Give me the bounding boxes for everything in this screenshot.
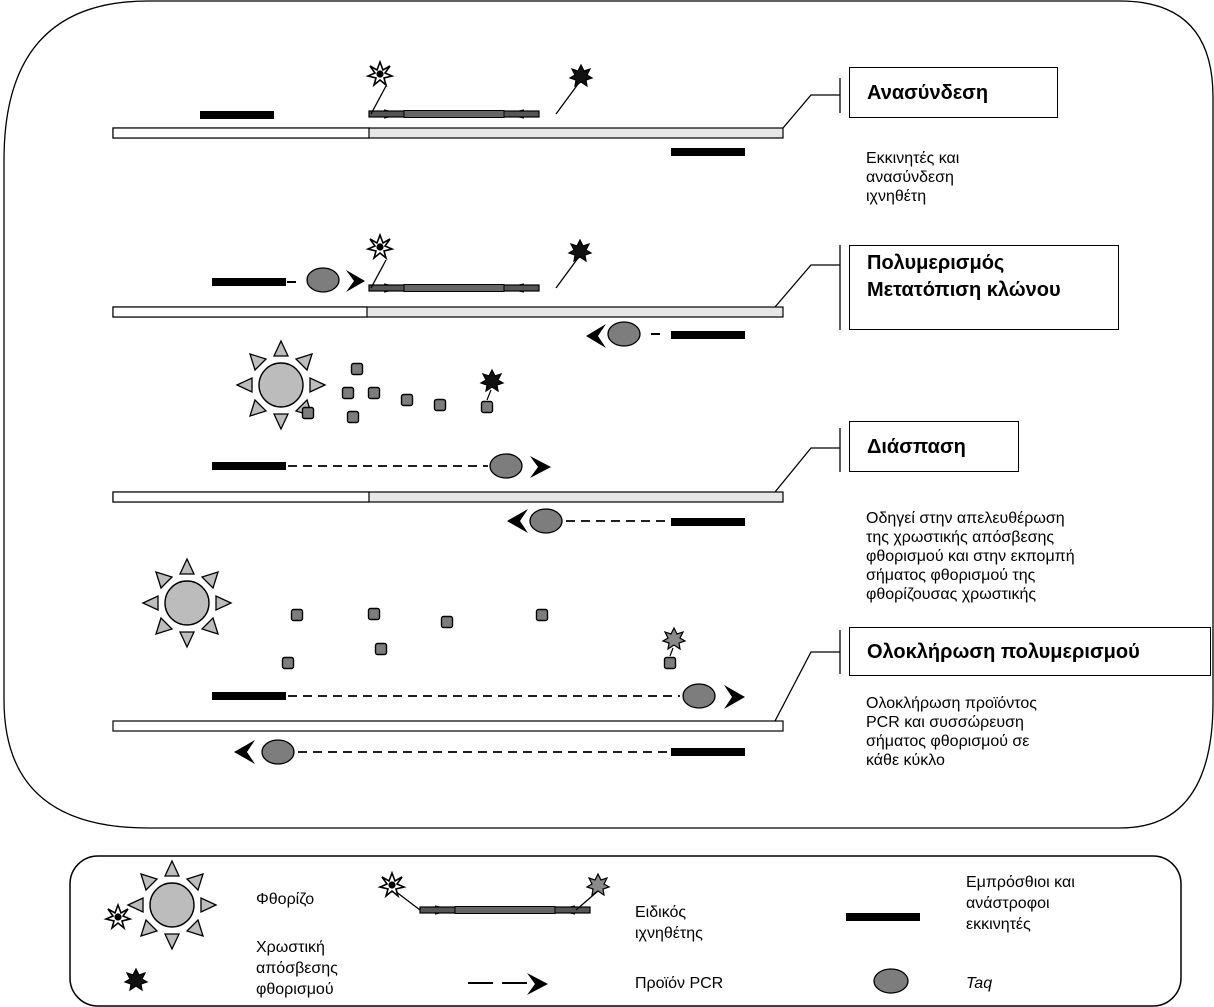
legend-fluorophore-label: Φθορίζο xyxy=(256,891,315,908)
step-description-completion: Ολοκλήρωση προϊόντος PCR και συσσώρευση … xyxy=(866,695,1038,769)
quencher-icon xyxy=(568,239,592,262)
panel-cleavage xyxy=(112,340,841,534)
step-box-annealing: Ανασύνδεση xyxy=(849,67,1058,118)
fluorophore-icon xyxy=(367,61,393,86)
legend-primers-label: Εμπρόσθιοι και ανάστροφοι εκκινητές xyxy=(966,874,1075,933)
legend-frame xyxy=(69,855,1182,1007)
probe xyxy=(368,109,540,119)
legend-quencher-icon xyxy=(124,968,148,991)
step-description-cleavage: Οδηγεί στην απελευθέρωση της χρωστικής α… xyxy=(866,510,1075,603)
step-description-annealing: Εκκινητές και ανασύνδεση ιχνηθέτη xyxy=(866,150,960,205)
outer-frame xyxy=(3,0,1214,829)
released-fluorophore-icon xyxy=(142,558,232,648)
legend-primer-icon xyxy=(846,913,920,921)
legend-pcr-arrow-icon xyxy=(527,973,548,995)
panel-annealing xyxy=(112,61,841,156)
reverse-primer xyxy=(671,148,745,156)
probe xyxy=(368,283,540,293)
panel-completion xyxy=(112,558,841,765)
step-title: Ανασύνδεση xyxy=(867,81,989,104)
step-box-completion: Ολοκλήρωση πολυμερισμού xyxy=(849,627,1211,676)
taq-icon xyxy=(306,267,340,293)
legend xyxy=(69,855,1182,1007)
step-title: Ολοκλήρωση πολυμερισμού xyxy=(867,640,1140,663)
legend-taq-icon xyxy=(873,968,909,994)
forward-primer xyxy=(200,111,274,119)
legend-probe-icon xyxy=(419,905,591,915)
quencher-icon xyxy=(480,369,504,392)
legend-probe-label: Ειδικός ιχνηθέτης xyxy=(635,904,703,942)
legend-taq-label: Taq xyxy=(966,975,993,992)
fluorophore-icon xyxy=(367,234,393,259)
legend-fluorophore-small-icon xyxy=(105,904,131,929)
legend-fluorophore-icon xyxy=(127,860,217,950)
step-box-polymerization: Πολυμερισμός Μετατόπιση κλώνου xyxy=(849,245,1119,330)
step-title-line-1: Πολυμερισμός xyxy=(867,252,1005,274)
quencher-icon xyxy=(569,64,593,87)
quencher-icon xyxy=(662,627,686,650)
panel-polymerization xyxy=(112,234,841,348)
step-box-cleavage: Διάσπαση xyxy=(849,421,1019,472)
step-title: Διάσπαση xyxy=(867,435,966,458)
legend-probe-fluorophore-icon xyxy=(379,872,405,897)
legend-quencher-label: Χρωστική απόσβεσης φθορισμού xyxy=(256,939,338,998)
legend-pcr-product-label: Προϊόν PCR xyxy=(635,975,724,992)
step-title-line-2: Μετατόπιση κλώνου xyxy=(867,279,1061,301)
